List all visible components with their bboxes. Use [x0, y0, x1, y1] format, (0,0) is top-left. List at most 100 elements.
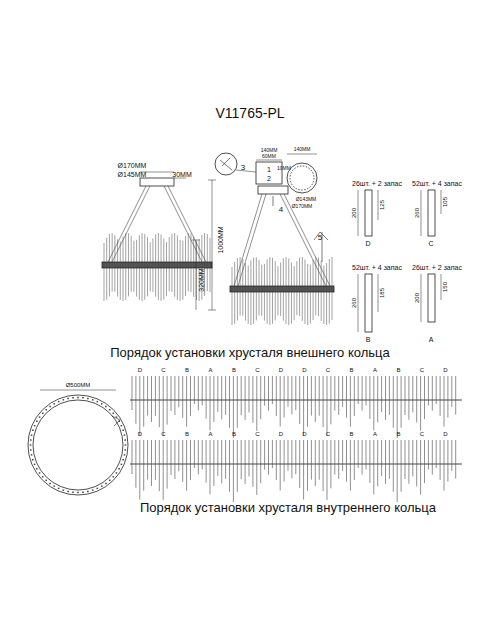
- crystal-stroke: [190, 234, 191, 293]
- canopy: [140, 178, 174, 186]
- crystal-stroke: [190, 440, 191, 480]
- crystal-stroke: [114, 235, 115, 292]
- crystal-stroke: [30, 439, 32, 440]
- crystal-stroke: [106, 238, 107, 300]
- crystal-stroke: [420, 376, 421, 431]
- crystal-stroke: [123, 236, 124, 301]
- dimension-label: A: [429, 336, 434, 343]
- dimension-label: 185: [379, 288, 385, 298]
- crystal-stroke: [313, 260, 314, 320]
- crystal-stroke: [174, 233, 175, 297]
- crystal-stroke: [97, 488, 99, 489]
- crystal-stroke: [142, 233, 143, 301]
- crystal-stroke: [31, 454, 33, 455]
- crystal-stroke: [147, 376, 148, 416]
- crystal-stroke: [397, 376, 398, 438]
- dimension-label: 5: [318, 234, 322, 242]
- crystal-stroke: [284, 376, 285, 417]
- crystal-stroke: [31, 434, 33, 435]
- crystal-stroke: [428, 440, 429, 470]
- crystal-stroke: [144, 234, 145, 300]
- crystal-stroke: [440, 440, 441, 480]
- crystal-stroke: [120, 241, 121, 299]
- crystal-letter: B: [349, 431, 353, 437]
- crystal-stroke: [158, 233, 159, 300]
- crystal-stroke: [121, 425, 123, 426]
- crystal-stroke: [122, 430, 124, 431]
- crystal-stroke: [311, 376, 312, 416]
- crystal-stroke: [72, 492, 74, 493]
- crystal-stroke: [288, 258, 289, 324]
- crystal-stroke: [234, 262, 235, 324]
- crystal-stroke: [159, 440, 160, 491]
- crystal-letter: B: [232, 367, 236, 373]
- crystal-stroke: [159, 376, 160, 427]
- crystal-stroke: [307, 376, 308, 427]
- crystal-stroke: [440, 376, 441, 416]
- crystal-stroke: [424, 376, 425, 419]
- dimension-label: Ø170MM: [118, 162, 147, 169]
- crystal-stroke: [405, 376, 406, 415]
- crystal-stroke: [139, 376, 140, 435]
- crystal-stroke: [237, 440, 238, 492]
- crystal-letter: D: [138, 367, 142, 373]
- crystal-stroke: [112, 476, 114, 477]
- crystal-stroke: [151, 376, 152, 422]
- dimension-label: 4: [279, 206, 283, 214]
- crystal-stroke: [34, 425, 36, 426]
- crystal-stroke: [118, 468, 120, 469]
- crystal-stroke: [188, 233, 189, 291]
- crystal-stroke: [451, 440, 452, 471]
- crystal-stroke: [346, 376, 347, 418]
- crystal-stroke: [362, 440, 363, 475]
- crystal-letter: D: [138, 431, 142, 437]
- crystal-stroke: [178, 376, 179, 407]
- crystal-stroke: [373, 376, 374, 431]
- crystal-stroke: [139, 440, 140, 499]
- crystal-stroke: [161, 234, 162, 300]
- crystal-letter: A: [208, 431, 212, 437]
- crystal-stroke: [291, 376, 292, 414]
- dimension-label: 200: [351, 208, 357, 218]
- crystal-stroke: [82, 492, 84, 493]
- crystal-stroke: [180, 240, 181, 301]
- crystal-stroke: [53, 403, 55, 404]
- crystal-stroke: [302, 257, 303, 321]
- dimension-label: 1: [267, 166, 271, 173]
- crystal-stroke: [240, 257, 241, 316]
- dimension-label: 260: [351, 298, 357, 308]
- dimension-label: 2: [267, 175, 271, 182]
- crystal-stroke: [132, 440, 133, 474]
- crystal-stroke: [63, 489, 65, 490]
- crystal-stroke: [307, 440, 308, 491]
- crystal-stroke: [104, 243, 105, 301]
- crystal-stroke: [241, 376, 242, 415]
- crystal-stroke: [92, 489, 94, 490]
- dimension-label: 26шт. + 2 запас: [412, 264, 462, 271]
- crystal-stroke: [166, 242, 167, 296]
- crystal-stroke: [284, 440, 285, 481]
- crystal-stroke: [296, 261, 297, 315]
- crystal-stroke: [447, 440, 448, 482]
- crystal-stroke: [249, 440, 250, 476]
- dimension-label: C: [428, 240, 433, 247]
- crystal-stroke: [280, 440, 281, 490]
- crystal-stroke: [455, 440, 456, 479]
- dimension-label: D: [365, 240, 370, 247]
- crystal-stroke: [288, 440, 289, 471]
- crystal-stroke: [136, 240, 137, 297]
- crystal-stroke: [245, 376, 246, 420]
- crystal-letter: D: [302, 431, 306, 437]
- crystal-stroke: [327, 440, 328, 500]
- crystal-stroke: [366, 376, 367, 405]
- dimension-label: Ø170MM: [292, 204, 313, 209]
- crystal-letter: A: [373, 367, 377, 373]
- crystal-stroke: [377, 376, 378, 422]
- dimension-label: 52шт. + 4 запас: [352, 264, 402, 271]
- crystal-stroke: [163, 239, 164, 300]
- crystal-letter: B: [396, 431, 400, 437]
- crystal-stroke: [124, 439, 126, 440]
- crystal-stroke: [264, 264, 265, 321]
- crystal-stroke: [408, 440, 409, 484]
